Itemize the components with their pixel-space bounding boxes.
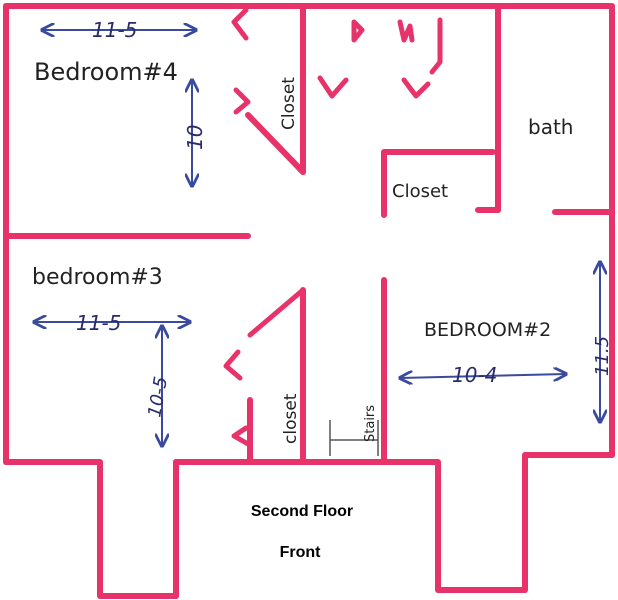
exterior-walls	[3, 3, 615, 599]
bedroom3-label: bedroom#3	[32, 265, 163, 290]
closet-hall-label: Closet	[392, 181, 448, 202]
bedroom3-depth: 10-5	[144, 375, 172, 419]
wall-closet-b3-diag	[247, 287, 306, 338]
dimension-arrows	[34, 30, 600, 446]
bedroom2-width: 10-4	[452, 363, 497, 387]
door-swing-b4-closet	[233, 87, 251, 115]
caption-second-floor: Second Floor	[251, 503, 353, 520]
bedroom4-depth: 10	[183, 125, 207, 150]
captions: Second Floor Front	[251, 503, 353, 561]
bedroom4-width: 11-5	[92, 18, 137, 42]
stairs	[329, 420, 379, 456]
room-labels: Bedroom#4 bedroom#3 BEDROOM#2 bath Close…	[32, 58, 573, 444]
bath-label: bath	[528, 115, 573, 139]
closet-b4-label: Closet	[279, 77, 299, 130]
bedroom2-depth: 11.5	[592, 336, 613, 376]
door-swing-b3-lower	[231, 425, 251, 447]
door-bath-top	[429, 17, 443, 75]
door-swing-hall-left	[317, 75, 349, 99]
wall-closet-b4	[245, 112, 306, 175]
closet-b3-label: closet	[281, 393, 301, 444]
wall-bottom-center	[173, 459, 321, 599]
doors	[223, 7, 443, 447]
door-swing-bath	[401, 77, 431, 99]
door-b4-top-right	[397, 19, 415, 43]
caption-front: Front	[280, 544, 322, 561]
door-swing-b3-upper	[223, 349, 243, 381]
door-swing-b4-top	[231, 7, 249, 41]
bedroom2-label: BEDROOM#2	[424, 319, 551, 341]
stairs-label: Stairs	[363, 405, 378, 442]
wall-bottom-mid	[315, 452, 615, 593]
bedroom3-width: 11-5	[76, 311, 121, 335]
interior-walls	[5, 5, 615, 465]
wall-closet-hall	[381, 149, 501, 218]
arrow-b2-width	[400, 374, 566, 378]
bedroom4-label: Bedroom#4	[34, 58, 178, 86]
wall-bottom-left	[3, 459, 253, 599]
wall-closet-b3	[247, 287, 306, 465]
door-b4-top-left	[351, 19, 365, 43]
